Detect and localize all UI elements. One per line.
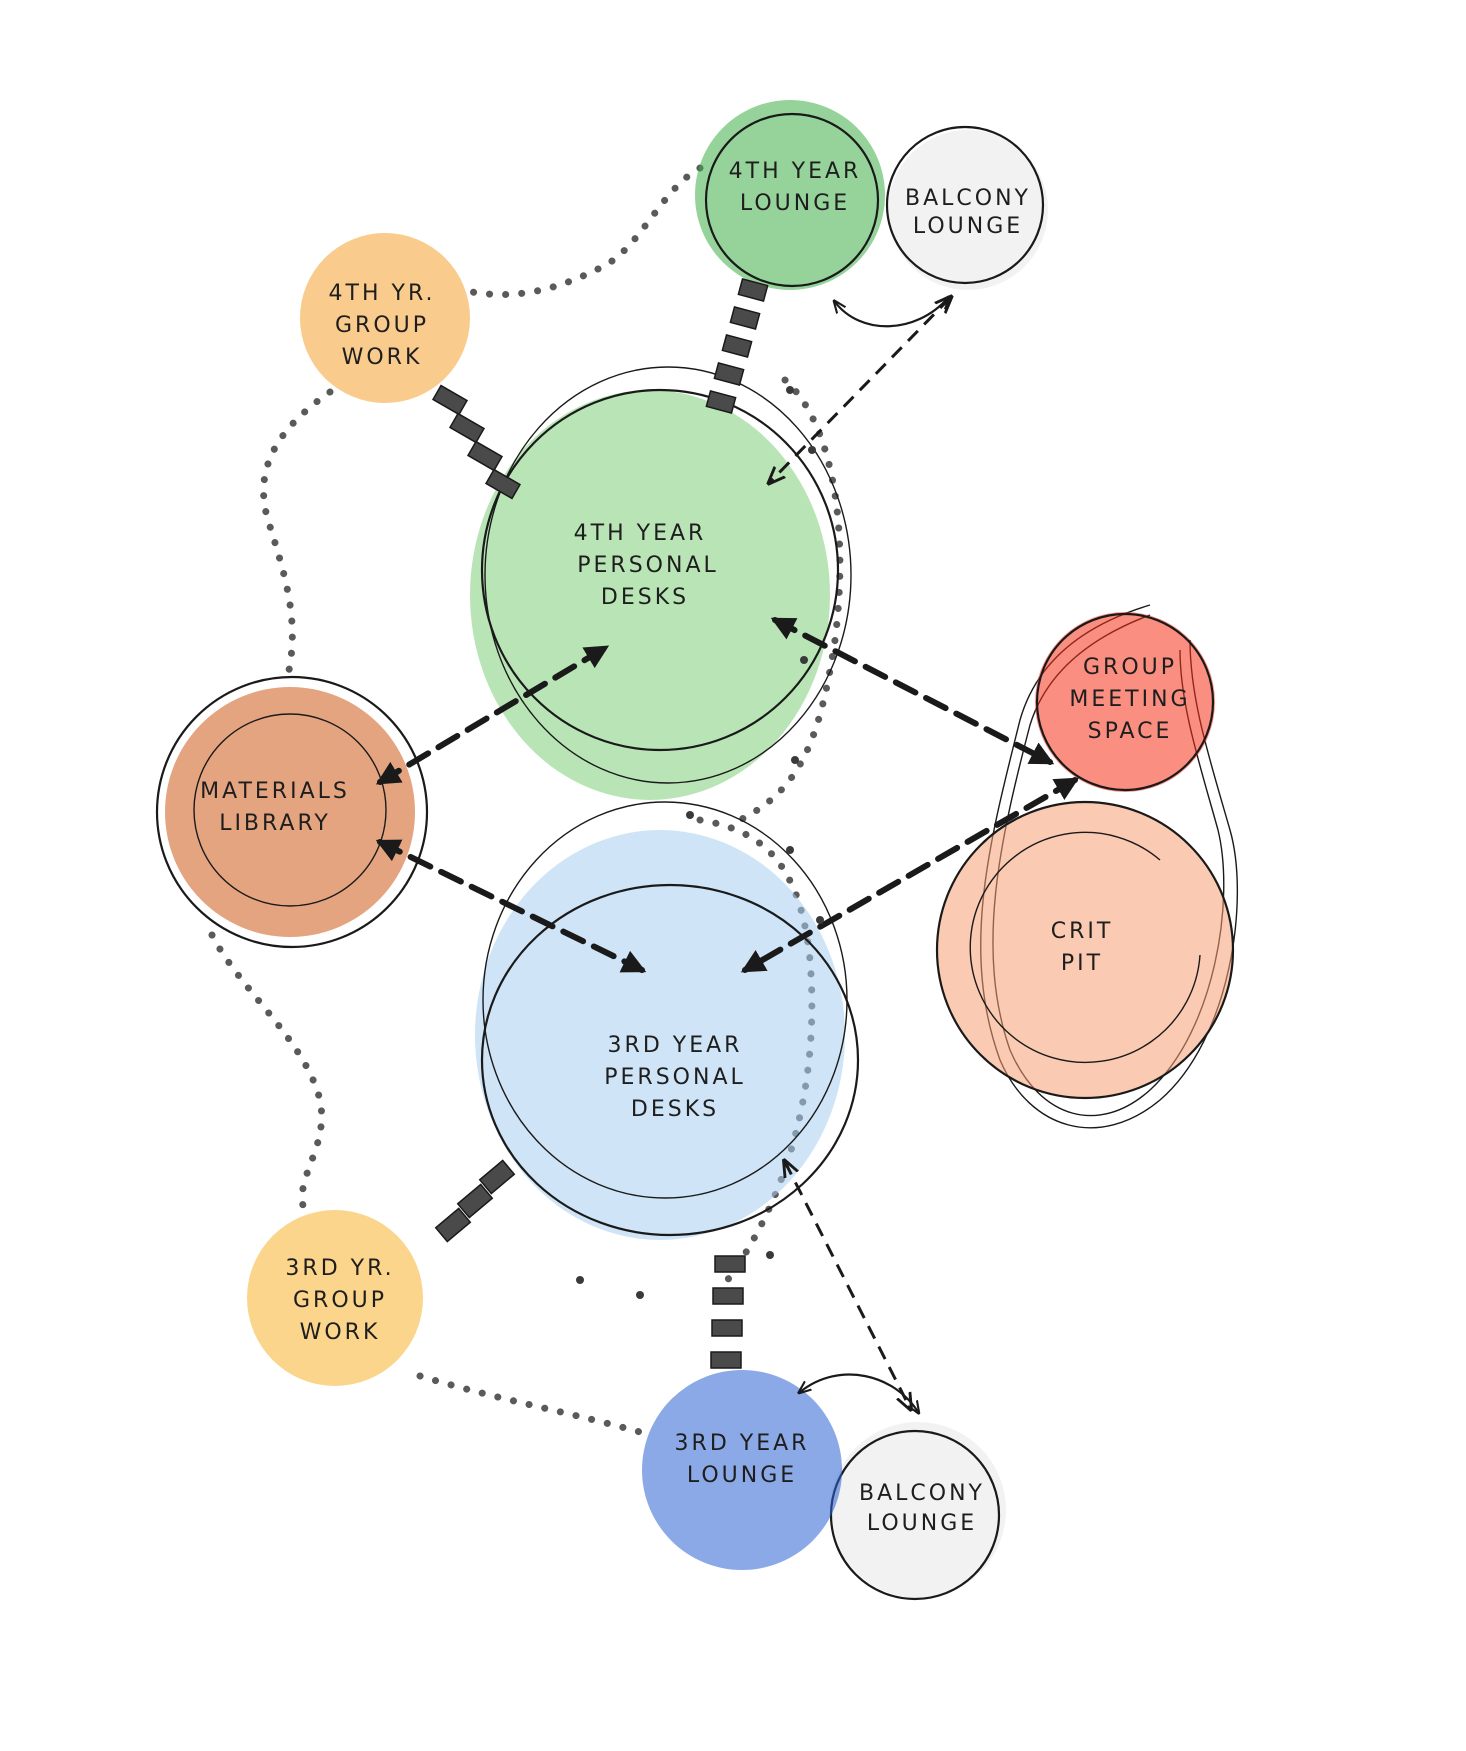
node-3rd-yr-group-work: 3RD YR. GROUP WORK xyxy=(247,1210,423,1386)
label-4th-year-personal-desks-line-3: DESKS xyxy=(601,585,689,610)
brick-lounge3-3 xyxy=(711,1319,743,1337)
label-4th-year-personal-desks-line-2: PERSONAL xyxy=(577,553,719,578)
label-4th-year-lounge-line-1: 4TH YEAR xyxy=(729,159,862,184)
node-materials-library-ring xyxy=(155,675,429,949)
label-crit-pit-line-2: PIT xyxy=(1061,951,1103,976)
edge-dotted-library-groupwork3 xyxy=(208,931,326,1219)
label-3rd-year-personal-desks-line-3: DESKS xyxy=(631,1097,719,1122)
bead-4 xyxy=(791,756,799,764)
node-materials-library-inner xyxy=(193,713,387,907)
brick-group3-3 xyxy=(434,1207,472,1243)
edge-desks3-balcony-bottom xyxy=(785,1162,910,1408)
label-4th-year-personal-desks-line-1: 4TH YEAR xyxy=(574,521,707,546)
edge-library-desks3 xyxy=(375,839,647,973)
node-4th-year-lounge-wash xyxy=(695,100,885,290)
label-4th-year-lounge-line-2: LOUNGE xyxy=(740,191,850,216)
node-crit-pit-wash xyxy=(937,802,1233,1098)
brick-group4-1 xyxy=(431,384,469,416)
label-3rd-yr-group-work-line-1: 3RD YR. xyxy=(285,1256,394,1281)
brick-lounge4-2 xyxy=(729,305,761,331)
label-3rd-year-personal-desks-line-1: 3RD YEAR xyxy=(608,1033,743,1058)
brick-group4-3 xyxy=(466,440,504,472)
label-balcony-lounge-top-line-1: BALCONY xyxy=(905,186,1031,211)
label-3rd-year-personal-desks-line-2: PERSONAL xyxy=(604,1065,746,1090)
brick-lounge3-1 xyxy=(714,1255,746,1273)
node-3rd-year-lounge: 3RD YEAR LOUNGE xyxy=(642,1370,842,1570)
brick-group3-2 xyxy=(456,1183,494,1219)
label-3rd-year-lounge-line-1: 3RD YEAR xyxy=(675,1431,810,1456)
brick-group3-1 xyxy=(478,1159,516,1195)
label-balcony-lounge-top-line-2: LOUNGE xyxy=(913,214,1023,239)
label-materials-library-line-1: MATERIALS xyxy=(200,779,350,804)
edge-dotted-groupwork3-lounge3 xyxy=(416,1372,644,1436)
brick-lounge4-3 xyxy=(721,333,753,359)
node-group-meeting-space: GROUP MEETING SPACE xyxy=(1035,612,1215,792)
node-4th-year-personal-desks-ring xyxy=(484,366,852,784)
bead-2 xyxy=(808,446,816,454)
edge-desks4-meeting xyxy=(770,617,1055,765)
label-4th-yr-group-work-line-1: 4TH YR. xyxy=(329,281,436,306)
brick-lounge3-2 xyxy=(712,1287,744,1305)
edge-library-desks4 xyxy=(375,645,610,785)
edge-balcony-top-desks4 xyxy=(770,298,950,482)
node-balcony-lounge-top-outline xyxy=(885,125,1045,285)
dashed-relationships xyxy=(375,617,1080,973)
brick-connectors xyxy=(431,277,769,1369)
label-materials-library-line-2: LIBRARY xyxy=(219,811,331,836)
ring-beads xyxy=(576,386,824,1299)
brick-lounge4-4 xyxy=(713,361,745,387)
bead-5 xyxy=(686,811,694,819)
node-balcony-lounge-top: BALCONY LOUNGE xyxy=(885,125,1048,290)
brick-group4-4 xyxy=(484,468,522,500)
edge-lounge4-balcony-top xyxy=(835,298,948,328)
bead-9 xyxy=(636,1291,644,1299)
label-balcony-lounge-bottom-line-2: LOUNGE xyxy=(867,1511,977,1536)
label-3rd-yr-group-work-line-2: GROUP xyxy=(293,1288,387,1313)
node-3rd-year-lounge-wash xyxy=(642,1370,842,1570)
edge-meeting-desks3 xyxy=(740,777,1080,973)
bead-10 xyxy=(766,1251,774,1259)
label-4th-yr-group-work-line-3: WORK xyxy=(342,345,423,370)
node-balcony-lounge-bottom: BALCONY LOUNGE xyxy=(829,1422,1006,1601)
bead-7 xyxy=(816,916,824,924)
curved-arrows xyxy=(800,298,948,1412)
node-4th-yr-group-work-wash xyxy=(300,233,470,403)
label-group-meeting-space-line-2: MEETING xyxy=(1069,687,1190,712)
label-4th-yr-group-work-line-2: GROUP xyxy=(335,313,429,338)
node-4th-yr-group-work: 4TH YR. GROUP WORK xyxy=(300,233,470,403)
brick-group4-2 xyxy=(448,412,486,444)
thin-dashed-relationships xyxy=(770,298,950,1408)
label-crit-pit-line-1: CRIT xyxy=(1051,919,1114,944)
edge-dotted-groupwork4-library xyxy=(260,388,334,679)
node-3rd-year-personal-desks-ring xyxy=(482,801,848,1199)
label-group-meeting-space-line-3: SPACE xyxy=(1088,719,1173,744)
node-materials-library: MATERIALS LIBRARY xyxy=(155,675,429,949)
node-4th-year-personal-desks-outline xyxy=(480,388,840,752)
label-balcony-lounge-bottom-line-1: BALCONY xyxy=(859,1481,985,1506)
node-4th-year-lounge: 4TH YEAR LOUNGE xyxy=(695,100,885,290)
edge-dotted-lounge4-groupwork4 xyxy=(468,164,704,298)
bead-6 xyxy=(786,846,794,854)
node-group-meeting-space-wash xyxy=(1035,612,1215,792)
node-3rd-year-personal-desks-outline xyxy=(480,883,860,1237)
bead-8 xyxy=(576,1276,584,1284)
node-4th-year-lounge-outline xyxy=(704,112,880,288)
edge-lounge3-balcony-bottom xyxy=(800,1373,918,1412)
node-materials-library-wash xyxy=(165,687,415,937)
node-balcony-lounge-bottom-wash xyxy=(830,1422,1006,1598)
node-4th-year-personal-desks: 4TH YEAR PERSONAL DESKS xyxy=(470,366,852,800)
label-3rd-year-lounge-line-2: LOUNGE xyxy=(687,1463,797,1488)
node-3rd-year-personal-desks: 3RD YEAR PERSONAL DESKS xyxy=(475,801,860,1240)
node-3rd-yr-group-work-wash xyxy=(247,1210,423,1386)
label-group-meeting-space-line-1: GROUP xyxy=(1083,655,1177,680)
node-crit-pit: CRIT PIT xyxy=(935,800,1235,1100)
label-3rd-yr-group-work-line-3: WORK xyxy=(300,1320,381,1345)
brick-lounge3-4 xyxy=(710,1351,742,1369)
brick-lounge4-5 xyxy=(705,389,737,415)
bead-3 xyxy=(800,656,808,664)
bead-1 xyxy=(786,386,794,394)
node-balcony-lounge-top-wash xyxy=(888,130,1048,290)
